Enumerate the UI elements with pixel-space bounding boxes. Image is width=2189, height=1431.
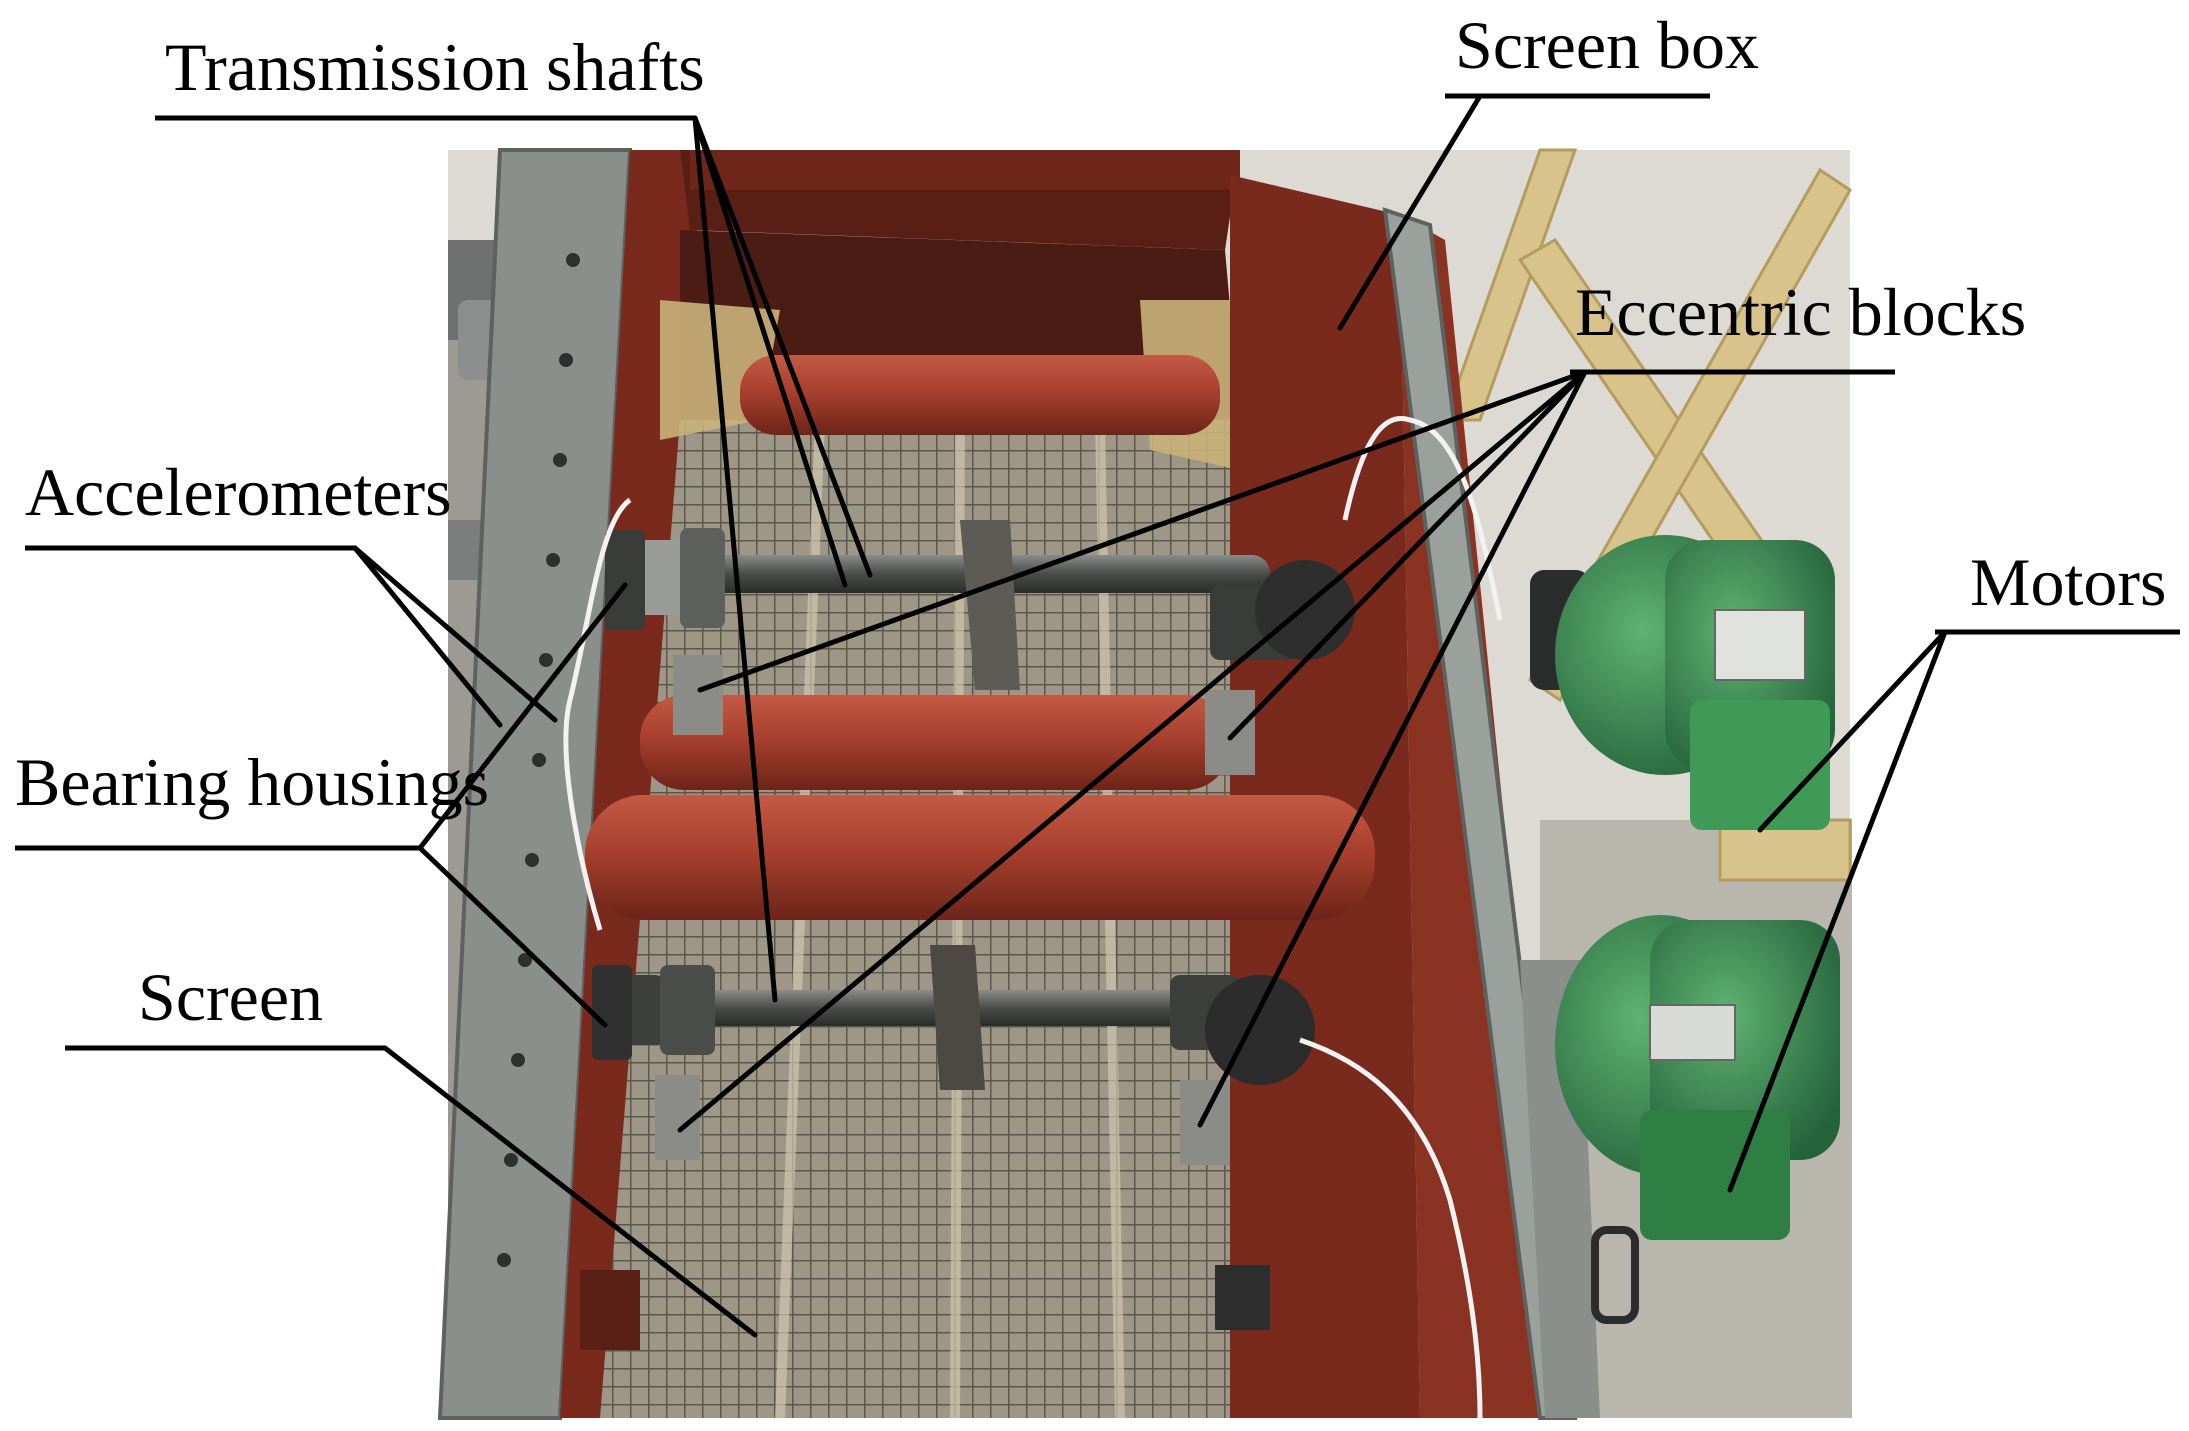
eccentric-block-lower-right (1180, 1080, 1230, 1165)
motor-upper (1530, 535, 1835, 830)
leader-transmission-shafts-2 (692, 115, 873, 578)
rail-bolts-left (497, 253, 580, 1267)
leader-screen-box (1337, 93, 1483, 331)
end-wall-lip (690, 150, 1240, 190)
motor-lower (1555, 915, 1840, 1324)
photograph (437, 148, 1852, 1420)
leader-bearing-housings-1 (417, 582, 628, 851)
leader-eccentric-blocks-1 (697, 369, 1588, 693)
eccentric-block-upper-right (1205, 690, 1255, 775)
leader-transmission-shafts-1 (692, 115, 848, 588)
label-accelerometers: Accelerometers (25, 454, 452, 530)
leader-transmission-shafts-3 (692, 115, 778, 1003)
label-transmission-shafts: Transmission shafts (165, 29, 705, 105)
label-group-eccentric-blocks: Eccentric blocks (677, 274, 2026, 1133)
leader-accelerometers-2 (352, 545, 558, 723)
tube-middle (640, 695, 1230, 790)
accelerometer-cable-right-lower (1299, 1037, 1483, 1419)
label-screen-box: Screen box (1455, 7, 1759, 83)
leader-eccentric-blocks-3 (677, 369, 1588, 1133)
leader-eccentric-blocks-2 (1227, 369, 1588, 741)
leader-motors-2 (1727, 629, 1948, 1193)
bearing-housing-lower (592, 965, 632, 1060)
label-group-screen: Screen (65, 959, 758, 1338)
label-group-accelerometers: Accelerometers (25, 454, 558, 728)
accelerometer-cable-right-upper (1342, 416, 1503, 621)
bearing-housing-upper (605, 530, 645, 630)
corner-block-left (580, 1270, 640, 1350)
leader-bearing-housings-2 (417, 845, 608, 1028)
tube-upper (740, 355, 1220, 435)
label-group-screen-box: Screen box (1337, 7, 1759, 331)
leader-motors-1 (1757, 629, 1948, 833)
leader-eccentric-blocks-4 (1197, 369, 1588, 1128)
leader-accelerometers-1 (352, 545, 503, 728)
label-eccentric-blocks: Eccentric blocks (1575, 274, 2026, 350)
tube-lower (585, 795, 1375, 920)
eccentric-block-upper-left (673, 655, 723, 735)
corner-block-right (1215, 1265, 1270, 1330)
label-motors: Motors (1970, 544, 2166, 620)
label-group-bearing-housings: Bearing housings (15, 582, 628, 1028)
label-bearing-housings: Bearing housings (15, 744, 489, 820)
label-group-transmission-shafts: Transmission shafts (155, 29, 873, 1003)
label-group-motors: Motors (1727, 544, 2180, 1193)
accelerometer-cable-left (563, 497, 632, 931)
screen-box-left-plate (560, 150, 700, 1418)
label-screen: Screen (138, 959, 323, 1035)
leader-screen (382, 1045, 758, 1338)
